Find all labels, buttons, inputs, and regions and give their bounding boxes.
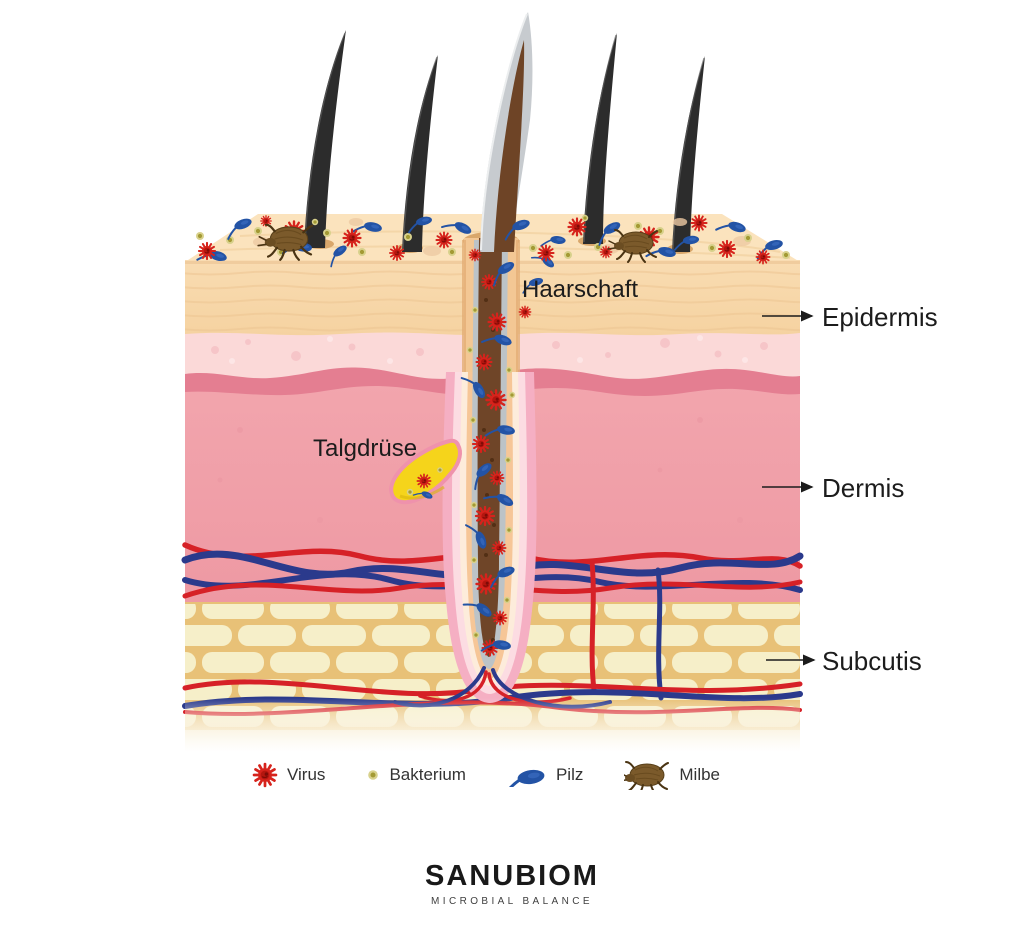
block-bottom-fade: [185, 698, 800, 752]
brand-name: SANUBIOM: [425, 860, 599, 892]
fungus-icon: [506, 766, 547, 787]
annotation-arrows: [762, 310, 816, 666]
hair-2: [402, 55, 438, 252]
hair-1: [304, 30, 346, 248]
brand-block: SANUBIOM MICROBIAL BALANCE: [425, 860, 599, 907]
legend-item-bacterium: Bakterium: [366, 765, 466, 785]
brand-tagline: MICROBIAL BALANCE: [431, 896, 593, 907]
virus-icon: [252, 762, 278, 788]
sebaceous-gland-label: Talgdrüse: [313, 435, 418, 462]
mite-icon: [624, 761, 670, 790]
sebaceous-gland: [389, 438, 462, 505]
dermis-dots: [217, 417, 743, 523]
epidermis-cell-dots: [211, 335, 768, 364]
legend-label-bacterium: Bakterium: [389, 765, 466, 784]
hair-shaft-central: [480, 12, 533, 252]
legend: Virus Bakterium Pilz Milbe: [252, 760, 720, 790]
legend-label-mite: Milbe: [679, 765, 720, 784]
dermis-label: Dermis: [822, 473, 905, 503]
legend-item-virus: Virus: [252, 762, 325, 788]
legend-item-mite: Milbe: [624, 760, 720, 790]
hair-shaft-label: Haarschaft: [522, 276, 639, 303]
epidermis-label: Epidermis: [822, 302, 938, 332]
bacterium-icon: [368, 770, 379, 780]
subcutis-label: Subcutis: [822, 646, 922, 676]
hairs: [304, 12, 705, 254]
legend-item-fungus: Pilz: [506, 763, 584, 787]
hair-5: [672, 56, 705, 252]
legend-label-virus: Virus: [287, 765, 326, 784]
legend-label-fungus: Pilz: [555, 765, 584, 784]
hair-4: [583, 33, 617, 244]
hair-follicle: [389, 232, 612, 709]
